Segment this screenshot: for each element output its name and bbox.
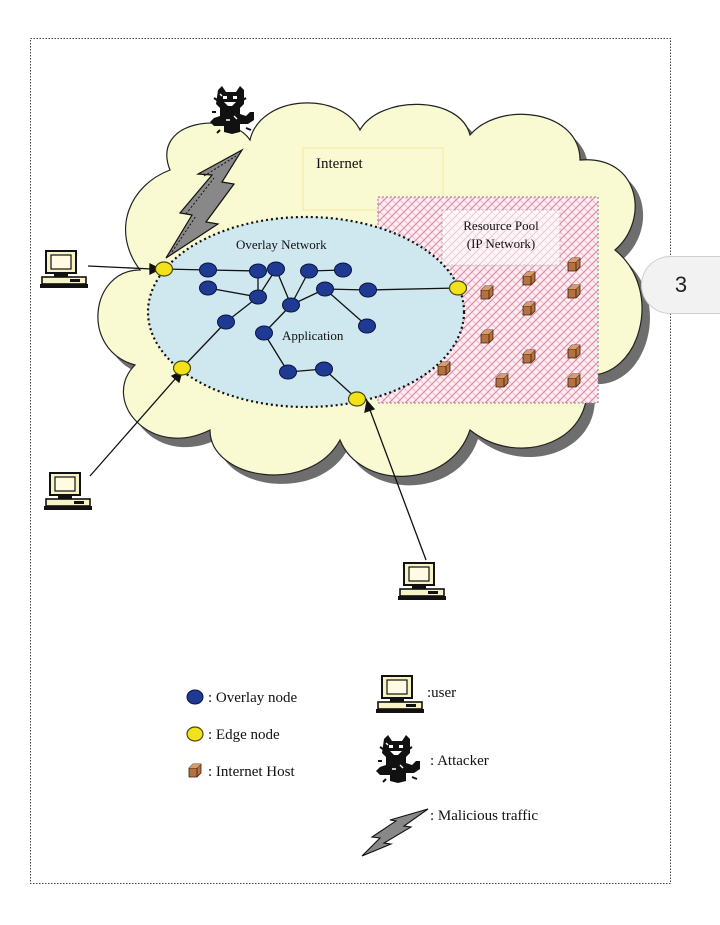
user-computer-bottom	[397, 562, 447, 601]
legend-internet-host-icon	[188, 763, 202, 778]
legend-attacker-icon	[375, 734, 421, 784]
legend-attacker: : Attacker	[430, 753, 489, 769]
resource-pool-label: Resource Pool	[463, 218, 539, 233]
legend-user: :user	[427, 685, 456, 701]
edge-nodes	[154, 261, 468, 407]
malicious-traffic-bolt	[165, 148, 244, 259]
legend-malicious-traffic: : Malicious traffic	[430, 808, 538, 824]
resource-pool-sublabel: (IP Network)	[467, 236, 535, 251]
legend-overlay-node-icon	[186, 689, 204, 705]
legend-malicious-traffic-icon	[361, 808, 429, 857]
user-computer-left-bottom	[43, 472, 93, 511]
user-computer-left-top	[39, 250, 89, 289]
internet-label: Internet	[316, 156, 363, 172]
legend-edge-node: : Edge node	[208, 727, 280, 743]
application-label: Application	[282, 328, 344, 343]
overlay-network-area	[146, 215, 466, 409]
legend-internet-host: : Internet Host	[208, 764, 295, 780]
internet-label-box	[302, 147, 444, 211]
legend-edge-node-icon	[186, 726, 204, 742]
legend: : Overlay node : Edge node : Internet Ho…	[186, 675, 538, 857]
resource-pool-label-box	[441, 209, 561, 266]
legend-user-icon	[375, 675, 425, 714]
overlay-network-label: Overlay Network	[236, 237, 327, 252]
legend-overlay-node: : Overlay node	[208, 690, 297, 706]
overlay-nodes	[199, 261, 377, 380]
figure-frame	[30, 38, 671, 884]
page-number-tab[interactable]: 3	[641, 256, 720, 314]
page-number: 3	[674, 272, 688, 297]
